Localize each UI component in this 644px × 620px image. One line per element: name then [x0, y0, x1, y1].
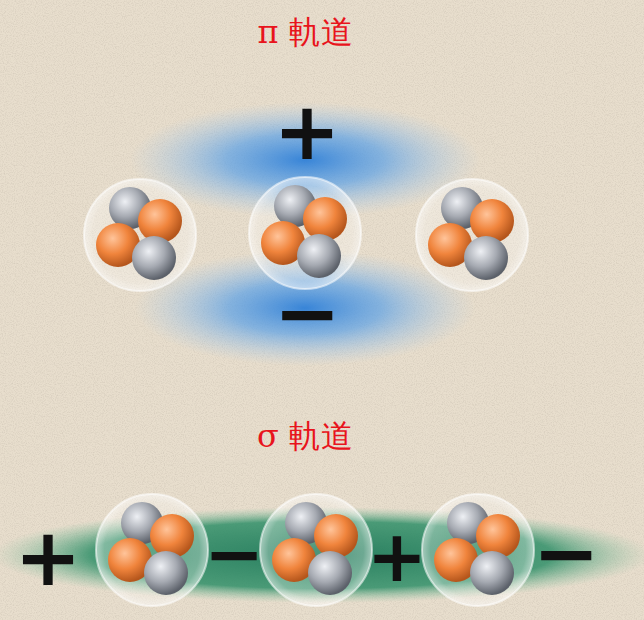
phase-sign: − [532, 514, 599, 594]
orbital-title: σ 軌道 [257, 420, 353, 452]
orbital-title: π 軌道 [257, 16, 352, 48]
phase-sign: + [273, 92, 340, 172]
phase-sign: + [367, 520, 427, 592]
phase-sign: − [204, 518, 264, 590]
phase-sign: + [14, 518, 81, 598]
phase-sign: − [273, 274, 340, 354]
